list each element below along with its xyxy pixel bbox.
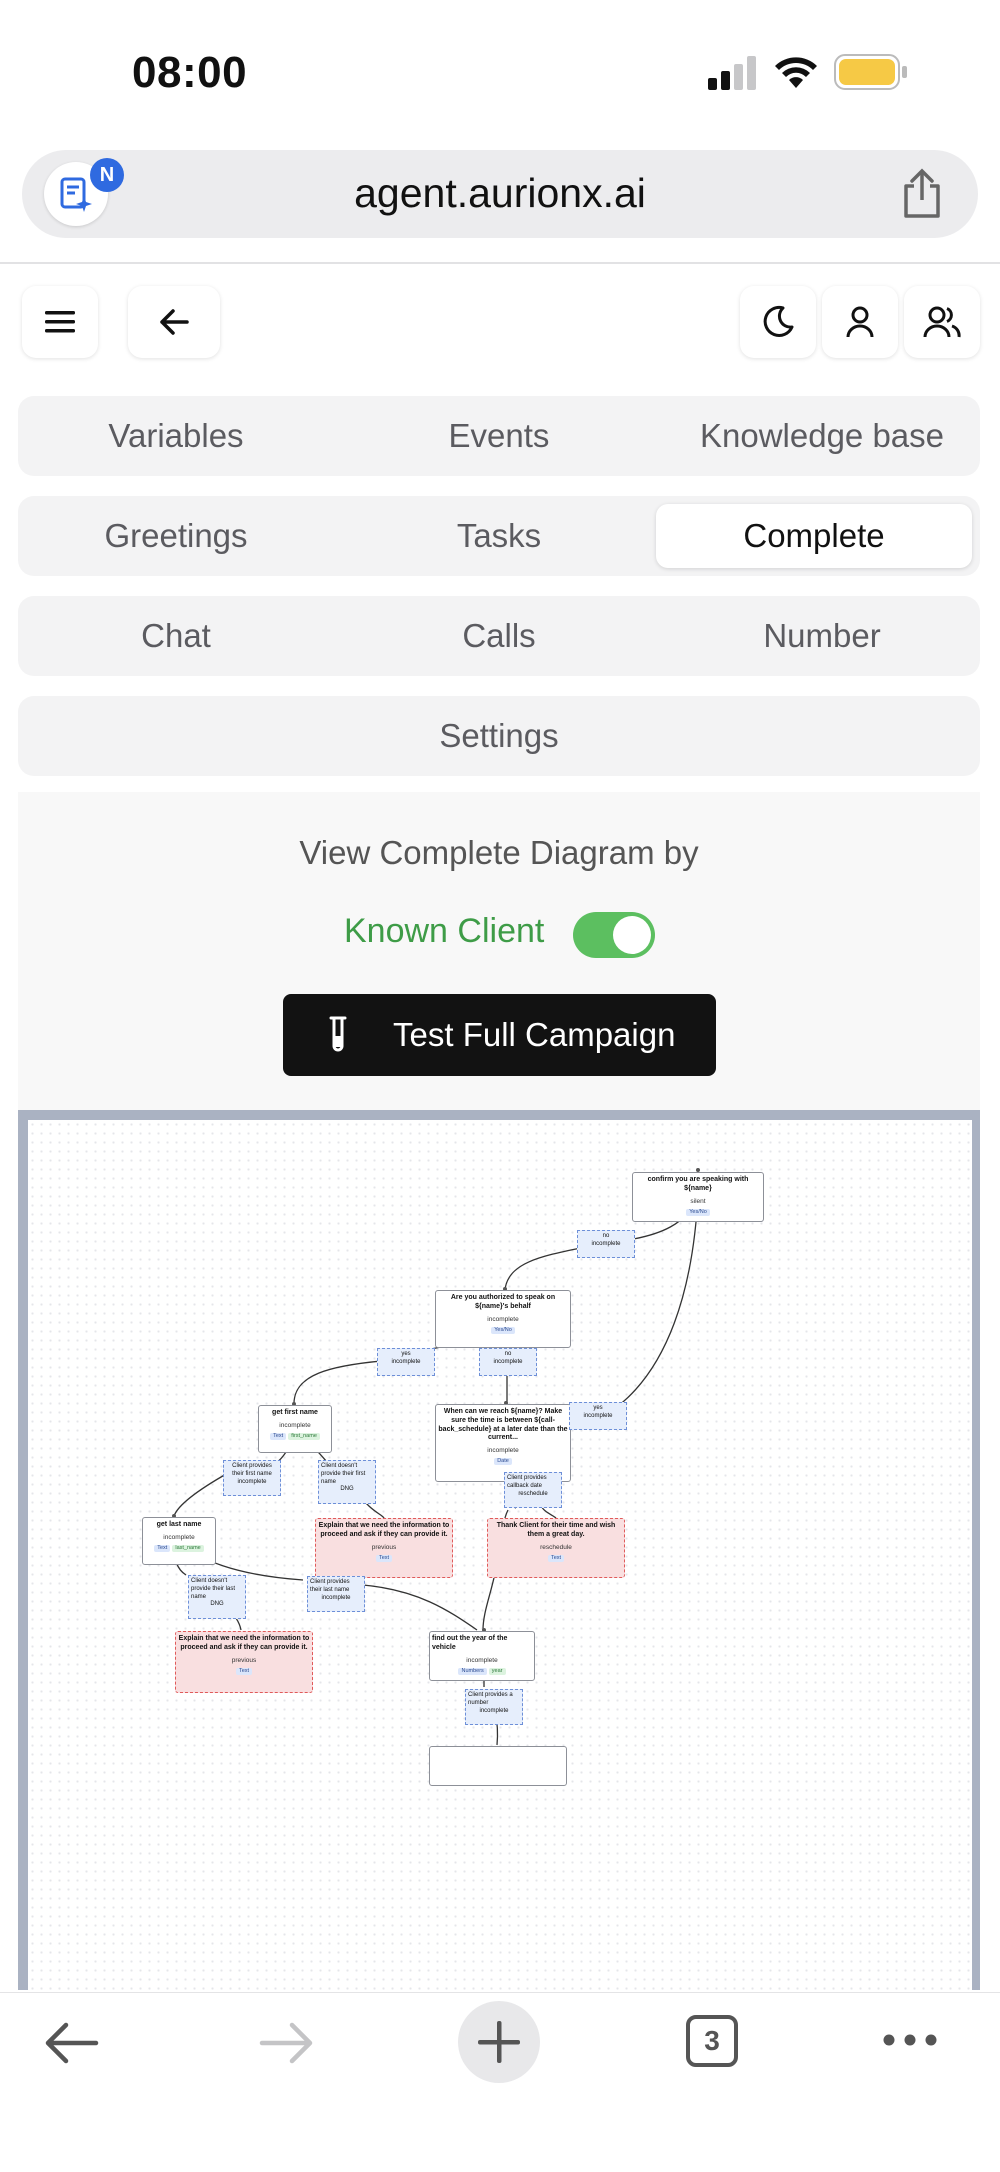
toggle-knob: [613, 916, 651, 954]
diagram-edge-no-last-name[interactable]: Client doesn't provide their last name D…: [188, 1575, 246, 1619]
test-tube-icon: [329, 1016, 347, 1052]
tab-number[interactable]: Number: [763, 617, 881, 654]
browser-forward-icon[interactable]: [258, 2021, 314, 2065]
tab-group-1: Variables Events Knowledge base: [18, 396, 980, 476]
more-icon[interactable]: [882, 2033, 938, 2047]
header-divider: [0, 262, 1000, 264]
menu-button[interactable]: [22, 286, 98, 358]
battery-icon: [834, 54, 907, 90]
diagram-edge-provides-number[interactable]: Client provides a number incomplete: [465, 1689, 523, 1725]
known-client-toggle[interactable]: [573, 912, 655, 958]
diagram-edge-no-first-name[interactable]: Client doesn't provide their first name …: [318, 1460, 376, 1504]
hamburger-icon: [45, 311, 75, 333]
tab-settings[interactable]: Settings: [439, 717, 559, 754]
diagram-controls: View Complete Diagram by Known Client Te…: [18, 792, 980, 1110]
back-button[interactable]: [128, 286, 220, 358]
plus-icon: [478, 2021, 520, 2063]
diagram-node-explain-first[interactable]: Explain that we need the information to …: [315, 1518, 453, 1578]
diagram-edge-provides-first-name[interactable]: Client provides their first name incompl…: [223, 1460, 281, 1496]
diagram-node-callback[interactable]: When can we reach ${name}? Make sure the…: [435, 1404, 571, 1482]
diagram-node-vehicle-year[interactable]: find out the year of the vehicle incompl…: [429, 1631, 535, 1681]
url-text[interactable]: agent.aurionx.ai: [354, 170, 646, 216]
wifi-icon: [775, 57, 817, 88]
cellular-signal-icon: [708, 56, 756, 90]
browser-back-icon[interactable]: [44, 2021, 100, 2065]
tab-calls[interactable]: Calls: [462, 617, 536, 654]
team-button[interactable]: [904, 286, 980, 358]
test-full-campaign-button[interactable]: Test Full Campaign: [283, 994, 716, 1076]
user-icon: [846, 306, 874, 338]
diagram-edge-yes-confirm[interactable]: yes incomplete: [569, 1402, 627, 1430]
tab-complete[interactable]: Complete: [656, 504, 972, 568]
tab-group-4: Settings: [18, 696, 980, 776]
status-time: 08:00: [132, 48, 248, 97]
known-client-label: Known Client: [344, 912, 545, 950]
document-sparkle-icon: [60, 177, 92, 212]
extension-badge: N: [90, 158, 124, 192]
tab-events[interactable]: Events: [448, 417, 550, 454]
tab-greetings[interactable]: Greetings: [104, 517, 248, 554]
tab-variables[interactable]: Variables: [108, 417, 244, 454]
diagram-edge-yes[interactable]: yes incomplete: [377, 1348, 435, 1376]
diagram-edge-no-authorized[interactable]: no incomplete: [479, 1348, 537, 1376]
moon-icon: [763, 305, 794, 337]
view-diagram-label: View Complete Diagram by: [299, 834, 699, 871]
tab-group-3: Chat Calls Number: [18, 596, 980, 676]
diagram-canvas[interactable]: confirm you are speaking with ${name} si…: [28, 1120, 972, 1990]
tab-tasks[interactable]: Tasks: [456, 517, 542, 554]
test-full-campaign-label: Test Full Campaign: [393, 1016, 676, 1053]
diagram-node-thank-client[interactable]: Thank Client for their time and wish the…: [487, 1518, 625, 1578]
tab-switcher-button[interactable]: 3: [686, 2015, 738, 2067]
users-icon: [923, 306, 961, 338]
diagram-node-next[interactable]: [429, 1746, 567, 1786]
diagram-node-explain-last[interactable]: Explain that we need the information to …: [175, 1631, 313, 1693]
status-bar: 08:00: [0, 0, 1000, 145]
tab-chat[interactable]: Chat: [141, 617, 211, 654]
browser-toolbar: 3: [0, 1992, 1000, 2172]
tab-group-2: Greetings Tasks Complete: [18, 496, 980, 576]
diagram-edge-provides-last-name[interactable]: Client provides their last name incomple…: [307, 1576, 365, 1612]
tab-knowledge-base[interactable]: Knowledge base: [699, 417, 945, 454]
diagram-edge-no[interactable]: no incomplete: [577, 1230, 635, 1258]
diagram-node-authorized[interactable]: Are you authorized to speak on ${name}'s…: [435, 1290, 571, 1348]
diagram-edge-callback-date[interactable]: Client provides callback date reschedule: [504, 1472, 562, 1508]
diagram-frame: confirm you are speaking with ${name} si…: [18, 1110, 980, 1990]
new-tab-button[interactable]: [458, 2001, 540, 2083]
theme-toggle-button[interactable]: [740, 286, 816, 358]
arrow-left-icon: [160, 309, 189, 335]
url-bar[interactable]: N agent.aurionx.ai: [22, 150, 978, 238]
share-icon[interactable]: [898, 168, 946, 220]
diagram-node-confirm-identity[interactable]: confirm you are speaking with ${name} si…: [632, 1172, 764, 1222]
profile-button[interactable]: [822, 286, 898, 358]
